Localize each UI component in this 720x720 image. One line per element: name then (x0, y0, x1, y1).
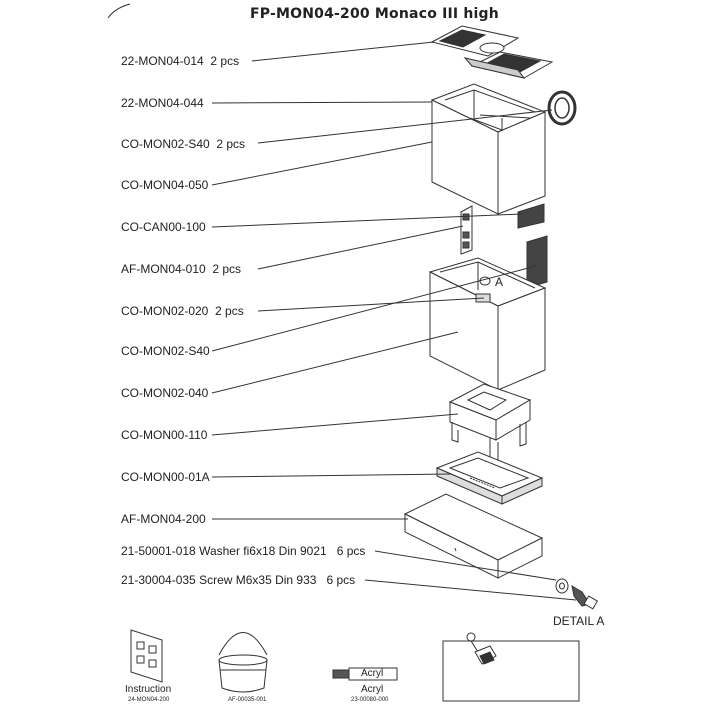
part-label-CO-MON02-S40-a: CO-MON02-S40 2 pcs (121, 137, 246, 151)
part-label-22-MON04-014: 22-MON04-014 2 pcs (121, 54, 240, 68)
corner-arc (107, 3, 131, 19)
instruction-sheet-icon (130, 629, 163, 683)
part-label-washer: 21-50001-018 Washer fi6x18 Din 9021 6 pc… (121, 544, 366, 558)
small-panel (517, 203, 545, 229)
part-label-CO-MON02-040: CO-MON02-040 (121, 386, 209, 400)
instruction-label: Instruction (125, 684, 172, 695)
part-label-CO-MON02-020: CO-MON02-020 2 pcs (121, 304, 244, 318)
base-frame (448, 383, 532, 463)
part-label-CO-MON04-050: CO-MON04-050 (121, 178, 209, 192)
part-label-AF-MON04-200: AF-MON04-200 (121, 512, 206, 526)
detail-box (442, 632, 580, 702)
part-label-CO-CAN00-100: CO-CAN00-100 (121, 220, 206, 234)
part-label-CO-MON00-110: CO-MON00-110 (121, 428, 208, 442)
hinge-bracket (460, 205, 473, 255)
part-label-CO-MON02-S40-b: CO-MON02-S40 (121, 344, 210, 358)
instruction-code: 24-MON04-200 (128, 697, 170, 703)
lid-ring (547, 90, 577, 126)
drawing-title: FP-MON04-200 Monaco III high (250, 6, 499, 22)
rail-frame (435, 451, 544, 505)
acryl-tag: Acryl (361, 668, 384, 679)
bucket-code: AF-00035-001 (228, 697, 267, 703)
acryl-label: Acryl (361, 684, 384, 695)
lower-box (428, 257, 547, 391)
leader-lines (211, 41, 577, 601)
part-label-AF-MON04-010: AF-MON04-010 2 pcs (121, 262, 242, 276)
side-panel (526, 235, 548, 289)
upper-box (430, 83, 547, 215)
callout-a: A (495, 275, 504, 289)
part-label-CO-MON00-01A: CO-MON00-01A (121, 470, 210, 484)
washer-and-screw (555, 578, 599, 610)
top-grille-plates (430, 25, 554, 79)
part-label-screw: 21-30004-035 Screw M6x35 Din 933 6 pcs (121, 573, 356, 587)
acryl-code: 23-00080-000 (351, 697, 389, 703)
base-plate (403, 493, 544, 579)
acryl-tube-icon (332, 667, 398, 681)
detail-a-label: DETAIL A (553, 614, 605, 628)
paint-bucket-icon (218, 632, 268, 693)
part-label-22-MON04-044: 22-MON04-044 (121, 96, 204, 110)
